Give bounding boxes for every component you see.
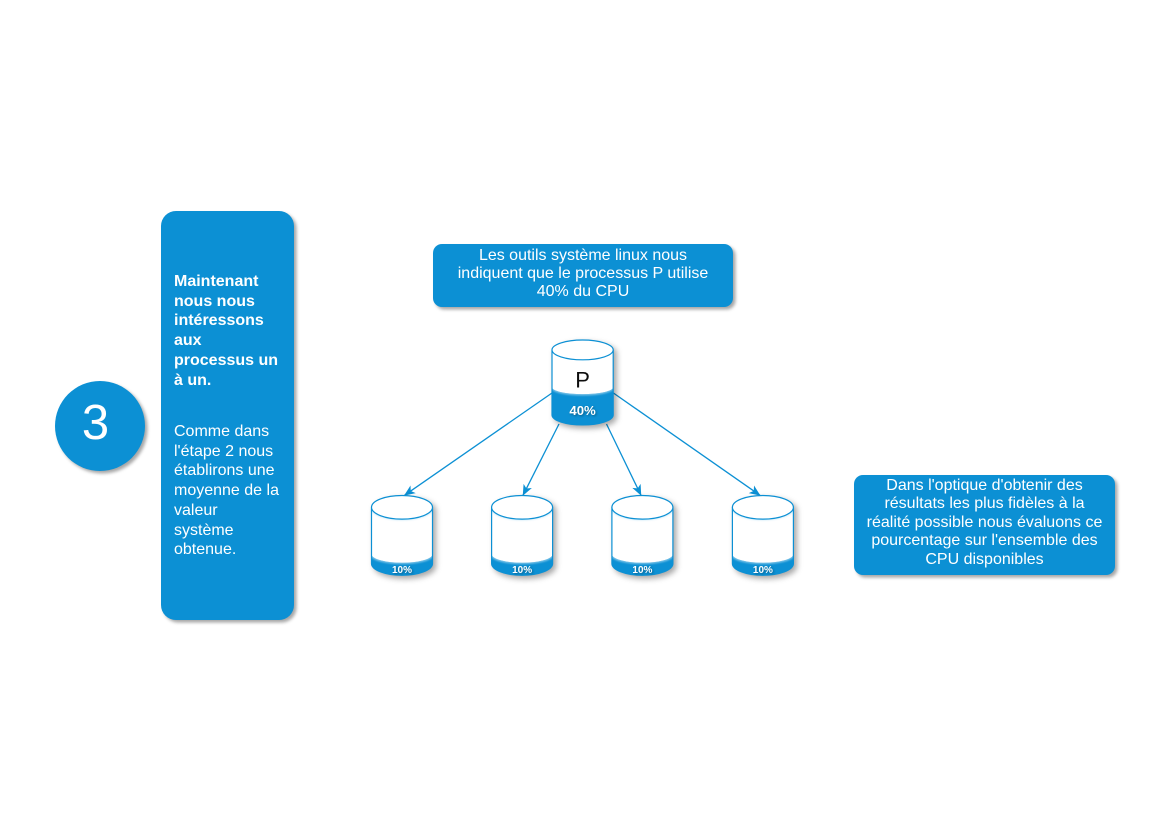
svg-text:P: P bbox=[575, 367, 590, 392]
svg-text:10%: 10% bbox=[512, 565, 532, 576]
svg-text:10%: 10% bbox=[632, 565, 652, 576]
svg-text:10%: 10% bbox=[753, 565, 773, 576]
svg-text:10%: 10% bbox=[392, 565, 412, 576]
svg-text:40%: 40% bbox=[569, 403, 596, 418]
